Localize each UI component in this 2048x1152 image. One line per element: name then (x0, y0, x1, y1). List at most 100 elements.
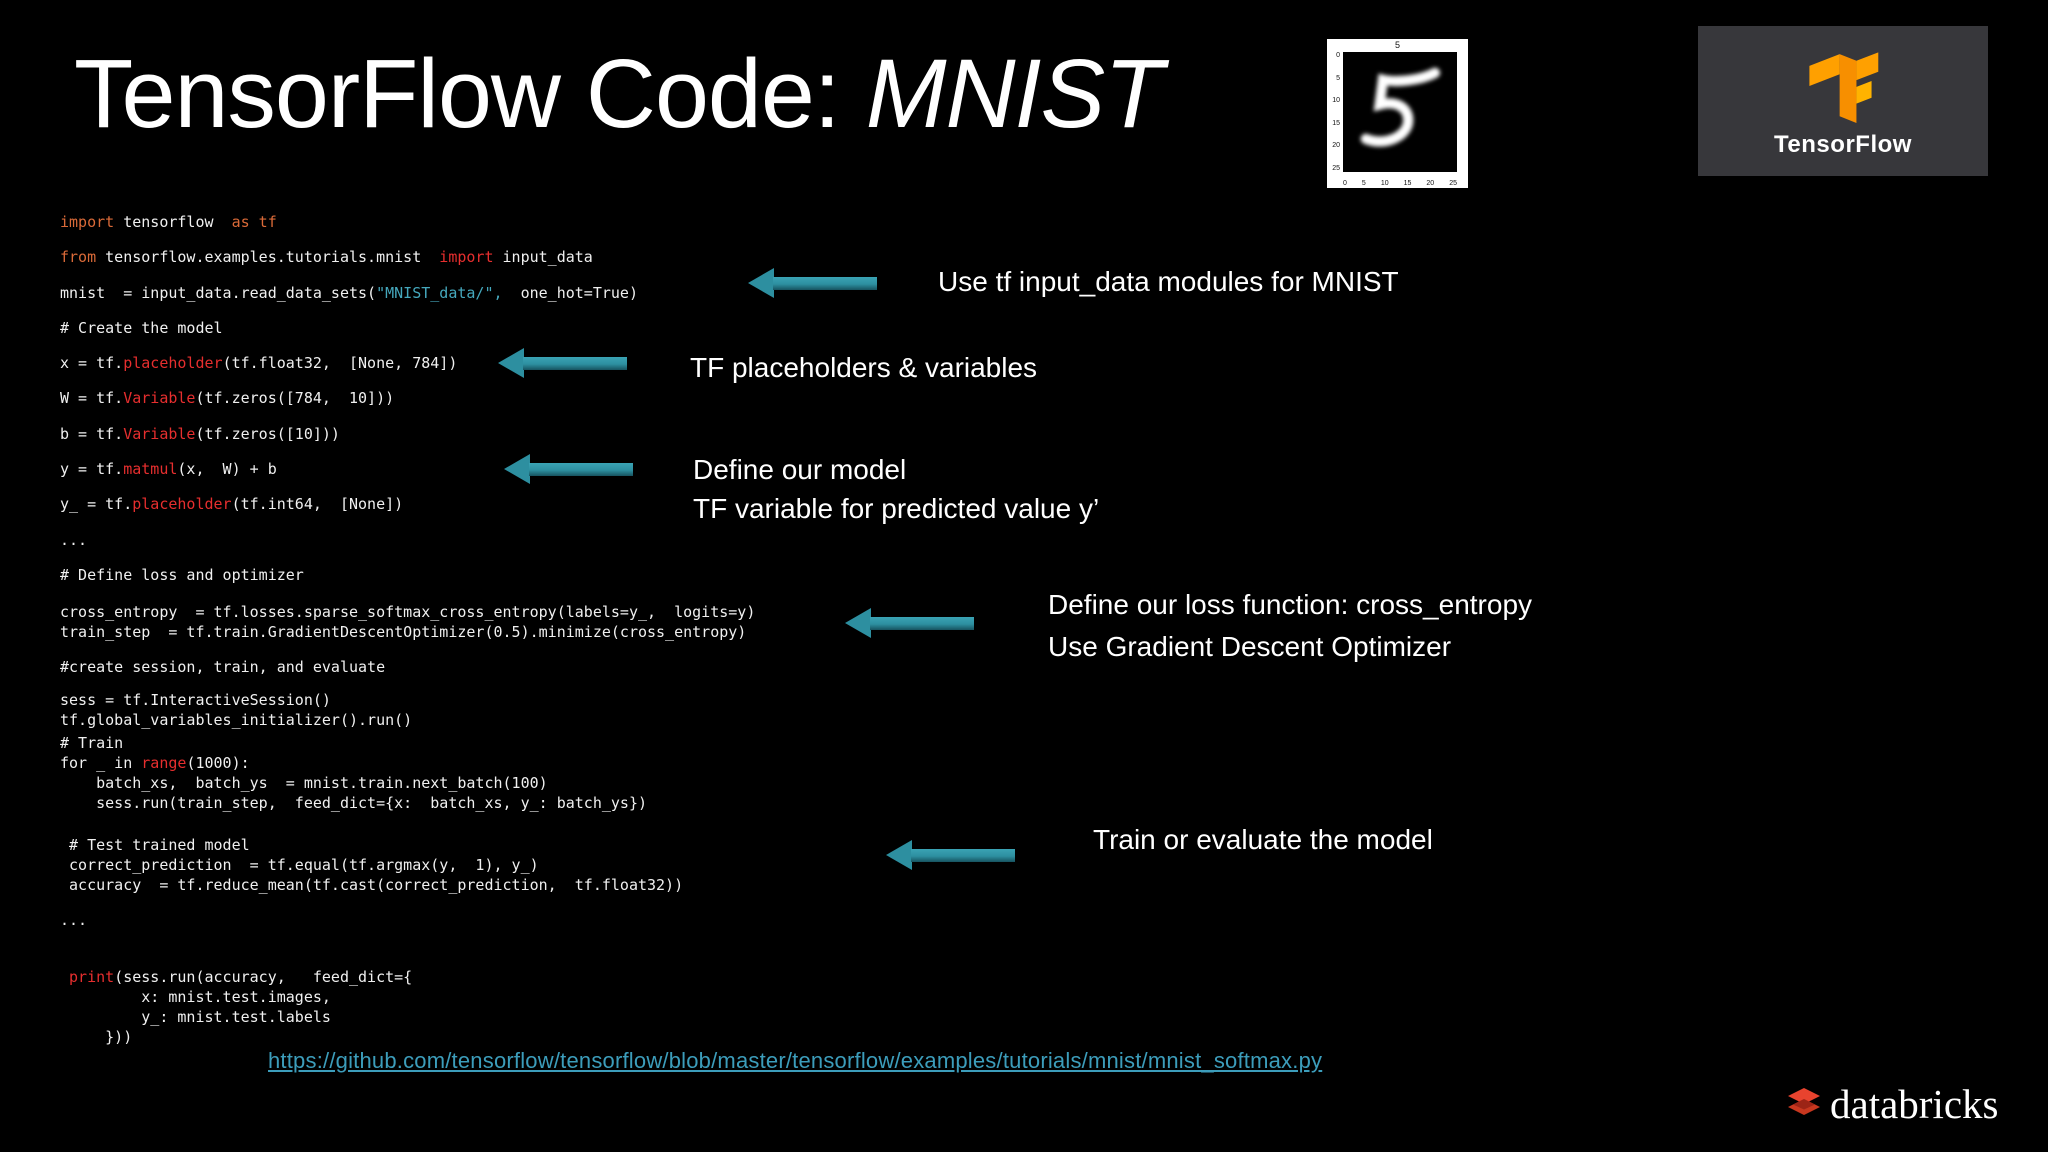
source-url-link[interactable]: https://github.com/tensorflow/tensorflow… (268, 1048, 1323, 1073)
databricks-wordmark: databricks (1830, 1081, 1999, 1127)
code-segment: W = tf. (60, 389, 124, 408)
code-segment: (tf.zeros([10])) (195, 424, 340, 443)
tick-label: 20 (1426, 180, 1435, 187)
code-segment: cross_entropy = tf.losses.sparse_softmax… (60, 603, 756, 621)
code-segment: Variable (123, 389, 196, 408)
code-segment: y = tf. (60, 460, 124, 479)
code-segment: (x, W) + b (177, 460, 277, 479)
code-line: y_: mnist.test.labels (60, 1007, 412, 1027)
title-main: TensorFlow Code: (74, 39, 866, 148)
code-line: from tensorflow.examples.tutorials.mnist… (60, 247, 638, 282)
code-segment: (tf.float32, [None, 784]) (222, 354, 458, 373)
arrow-head (845, 608, 871, 638)
code-line: # Create the model (60, 318, 638, 353)
arrow-shaft (911, 848, 1015, 862)
code-line: import tensorflow as tf (60, 212, 638, 247)
code-segment: mnist = input_data.read_data_sets( (60, 283, 377, 302)
tensorflow-logo-box: TensorFlow (1698, 26, 1988, 176)
code-line: tf.global_variables_initializer().run() (60, 710, 412, 730)
annotation-line: Use tf input_data modules for MNIST (938, 266, 1399, 297)
code-line: sess = tf.InteractiveSession() (60, 690, 412, 710)
tick-label: 5 (1336, 74, 1340, 82)
annotation-input-data: Use tf input_data modules for MNIST (938, 262, 1399, 301)
code-segment: (sess.run(accuracy, feed_dict={ (114, 968, 413, 986)
code-segment: placeholder (123, 354, 223, 373)
code-segment: (tf.zeros([784, 10])) (195, 389, 395, 408)
code-line: print(sess.run(accuracy, feed_dict={ (60, 967, 412, 987)
code-line: batch_xs, batch_ys = mnist.train.next_ba… (60, 773, 647, 793)
annotation-line: Train or evaluate the model (1093, 824, 1433, 855)
code-segment: # Test trained model (60, 836, 250, 854)
code-segment: })) (60, 1028, 133, 1046)
arrow-head (504, 454, 530, 484)
arrow-shaft (529, 462, 633, 476)
arrow-shaft (523, 356, 627, 370)
code-line: #create session, train, and evaluate (60, 657, 385, 677)
code-segment (60, 968, 69, 986)
code-line: y_ = tf.placeholder(tf.int64, [None]) (60, 494, 638, 529)
code-segment: import (439, 248, 494, 267)
code-block: #create session, train, and evaluate (60, 657, 385, 677)
annotation-line: Define our model (693, 454, 907, 485)
code-segment: y_ = tf. (60, 495, 133, 514)
code-line: ... (60, 530, 638, 565)
tensorflow-icon (1809, 52, 1879, 123)
tick-label: 0 (1336, 52, 1340, 59)
code-line: x: mnist.test.images, (60, 987, 412, 1007)
arrow-train-eval (886, 840, 1015, 870)
code-segment: tensorflow.examples.tutorials.mnist (96, 248, 440, 267)
arrow-head (498, 348, 524, 378)
code-line: })) (60, 1027, 412, 1047)
code-segment: "MNIST_data/", (376, 283, 503, 302)
tick-label: 5 (1361, 180, 1366, 187)
code-block: cross_entropy = tf.losses.sparse_softmax… (60, 602, 755, 642)
code-segment: ... (60, 530, 88, 549)
code-segment: input_data (493, 248, 593, 267)
code-line: x = tf.placeholder(tf.float32, [None, 78… (60, 353, 638, 388)
code-segment: ... (60, 911, 88, 929)
code-segment: for _ in (60, 754, 142, 772)
annotation-placeholders: TF placeholders & variables (690, 348, 1037, 387)
annotation-line: Define our loss function: cross_entropy (1048, 589, 1533, 620)
tick-label: 20 (1332, 142, 1340, 150)
arrow-placeholders (498, 348, 627, 378)
code-segment: accuracy = tf.reduce_mean(tf.cast(correc… (60, 876, 684, 894)
code-segment: Variable (123, 424, 196, 443)
tick-label: 25 (1332, 164, 1340, 172)
code-segment: sess = tf.InteractiveSession() (60, 691, 331, 709)
code-line: y = tf.matmul(x, W) + b (60, 459, 638, 494)
code-line: for _ in range(1000): (60, 753, 647, 773)
code-segment: print (69, 968, 115, 986)
code-segment: from (60, 248, 97, 267)
code-block: print(sess.run(accuracy, feed_dict={ x: … (60, 967, 412, 1047)
tick-label: 10 (1332, 97, 1340, 105)
code-segment: one_hot=True) (502, 283, 638, 302)
code-line: # Test trained model (60, 835, 683, 855)
annotation-line: TF placeholders & variables (690, 352, 1038, 383)
tick-label: 15 (1403, 180, 1412, 187)
code-line: # Train (60, 733, 647, 753)
arrow-shaft (773, 276, 877, 290)
code-segment: range (141, 754, 187, 772)
tensorflow-logo-label: TensorFlow (1774, 131, 1912, 158)
databricks-logo: databricks (1784, 1080, 1998, 1128)
code-line: ... (60, 910, 87, 930)
code-segment: # Define loss and optimizer (60, 565, 304, 584)
page-title: TensorFlow Code: MNIST (74, 38, 1163, 150)
code-segment: #create session, train, and evaluate (60, 658, 386, 676)
code-segment: x: mnist.test.images, (60, 988, 331, 1006)
code-segment: # Train (60, 734, 124, 752)
code-segment: matmul (123, 460, 178, 479)
digit-image (1343, 52, 1457, 172)
code-segment: (1000): (186, 754, 250, 772)
tick-label: 0 (1343, 180, 1347, 187)
databricks-icon (1788, 1088, 1820, 1115)
handwritten-5-glyph (1360, 67, 1441, 147)
